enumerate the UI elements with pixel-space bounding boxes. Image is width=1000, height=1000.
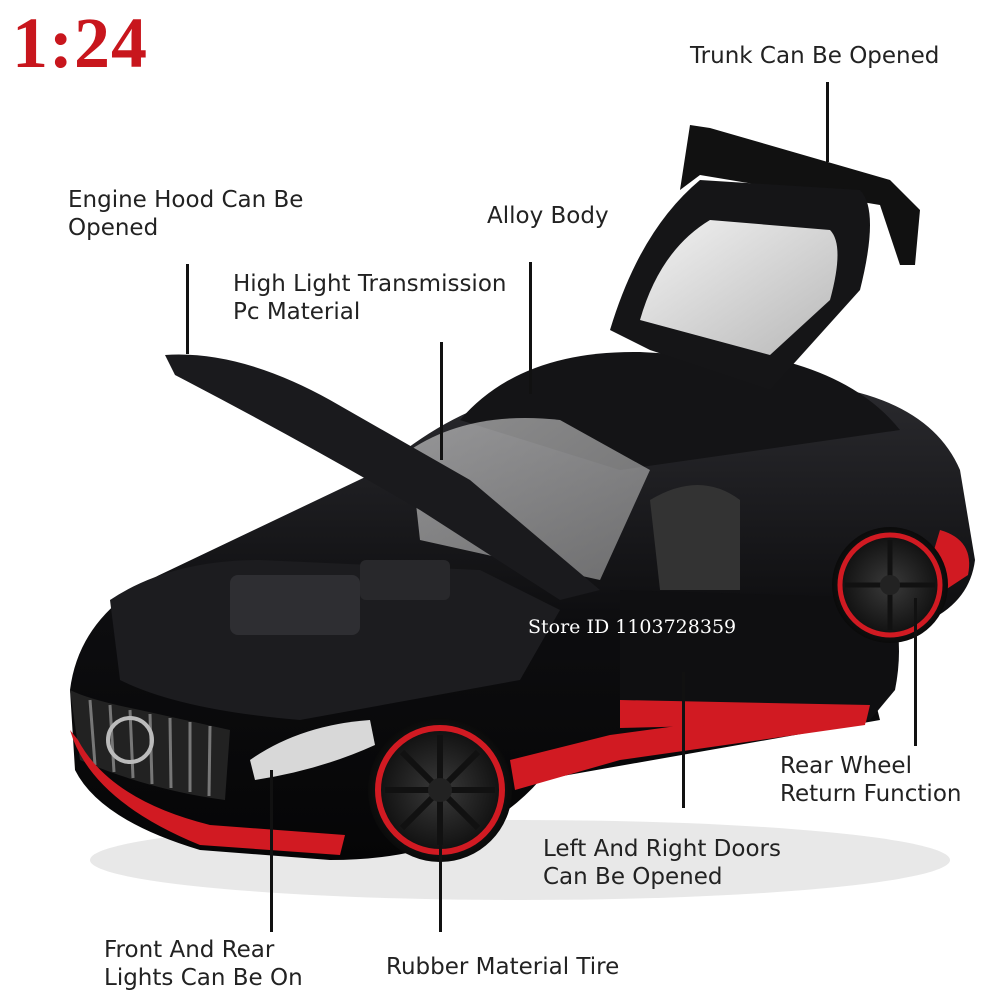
label-alloy: Alloy Body bbox=[487, 203, 609, 229]
label-trunk: Trunk Can Be Opened bbox=[690, 43, 940, 69]
leader-alloy bbox=[529, 262, 532, 394]
leader-tire bbox=[439, 810, 442, 932]
label-hood: Engine Hood Can Be Opened bbox=[68, 186, 303, 242]
engine-hood bbox=[165, 354, 600, 600]
label-doors-line2: Can Be Opened bbox=[543, 864, 723, 890]
label-hood-line1: Engine Hood Can Be bbox=[68, 187, 304, 213]
label-doors: Left And Right Doors Can Be Opened bbox=[543, 835, 781, 891]
label-lights-line1: Front And Rear bbox=[104, 937, 275, 963]
leader-trunk bbox=[826, 82, 829, 162]
label-doors-line1: Left And Right Doors bbox=[543, 836, 781, 862]
label-tire: Rubber Material Tire bbox=[386, 954, 620, 980]
label-light-transmission-line1: High Light Transmission bbox=[233, 271, 507, 297]
label-light-transmission-line2: Pc Material bbox=[233, 299, 361, 325]
leader-hood bbox=[186, 264, 189, 354]
headlight bbox=[250, 720, 375, 780]
label-rear-wheel: Rear Wheel Return Function bbox=[780, 752, 961, 808]
engine-cover bbox=[230, 575, 360, 635]
leader-doors bbox=[682, 672, 685, 808]
side-door bbox=[620, 590, 899, 725]
leader-lights bbox=[270, 770, 273, 932]
label-light-transmission: High Light Transmission Pc Material bbox=[233, 270, 506, 326]
leader-rear-wheel bbox=[914, 598, 917, 746]
label-rear-wheel-line1: Rear Wheel bbox=[780, 753, 912, 779]
leader-light-transmission bbox=[440, 342, 443, 460]
scale-label: 1:24 bbox=[12, 3, 148, 83]
label-lights: Front And Rear Lights Can Be On bbox=[104, 936, 303, 992]
rear-spoiler bbox=[680, 125, 920, 265]
label-rear-wheel-line2: Return Function bbox=[780, 781, 962, 807]
label-lights-line2: Lights Can Be On bbox=[104, 965, 303, 991]
label-hood-line2: Opened bbox=[68, 215, 159, 241]
upper-door-window bbox=[640, 220, 838, 355]
seat bbox=[650, 485, 740, 590]
store-watermark: Store ID 1103728359 bbox=[528, 616, 737, 638]
engine-part bbox=[360, 560, 450, 600]
logo-badge bbox=[106, 716, 154, 764]
engine-bay bbox=[110, 560, 560, 720]
front-red-trim bbox=[70, 730, 345, 855]
